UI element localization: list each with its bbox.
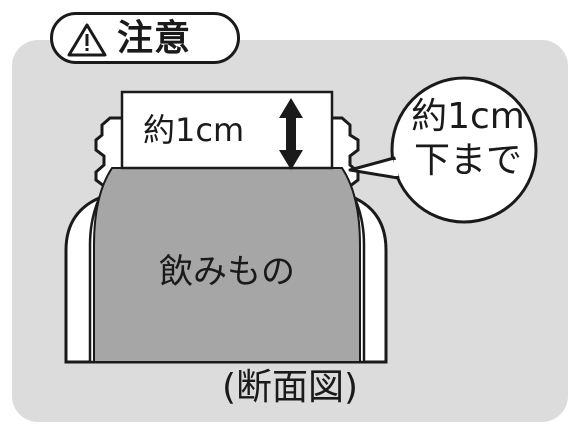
double-arrow-vertical-icon	[279, 98, 303, 170]
warning-triangle-icon	[67, 23, 107, 57]
callout-line-1: 約1cm	[411, 96, 525, 137]
drink-label: 飲みもの	[159, 252, 295, 292]
drink-liquid	[93, 167, 361, 363]
callout-bubble	[390, 76, 538, 224]
gap-label: 約1cm	[143, 111, 245, 149]
cross-section-caption: (断面図)	[221, 367, 359, 408]
caution-badge: 注意	[50, 12, 240, 64]
caution-label: 注意	[117, 18, 192, 59]
callout-text: 約1cm 下まで	[398, 95, 538, 183]
callout-line-2: 下まで	[413, 140, 522, 181]
